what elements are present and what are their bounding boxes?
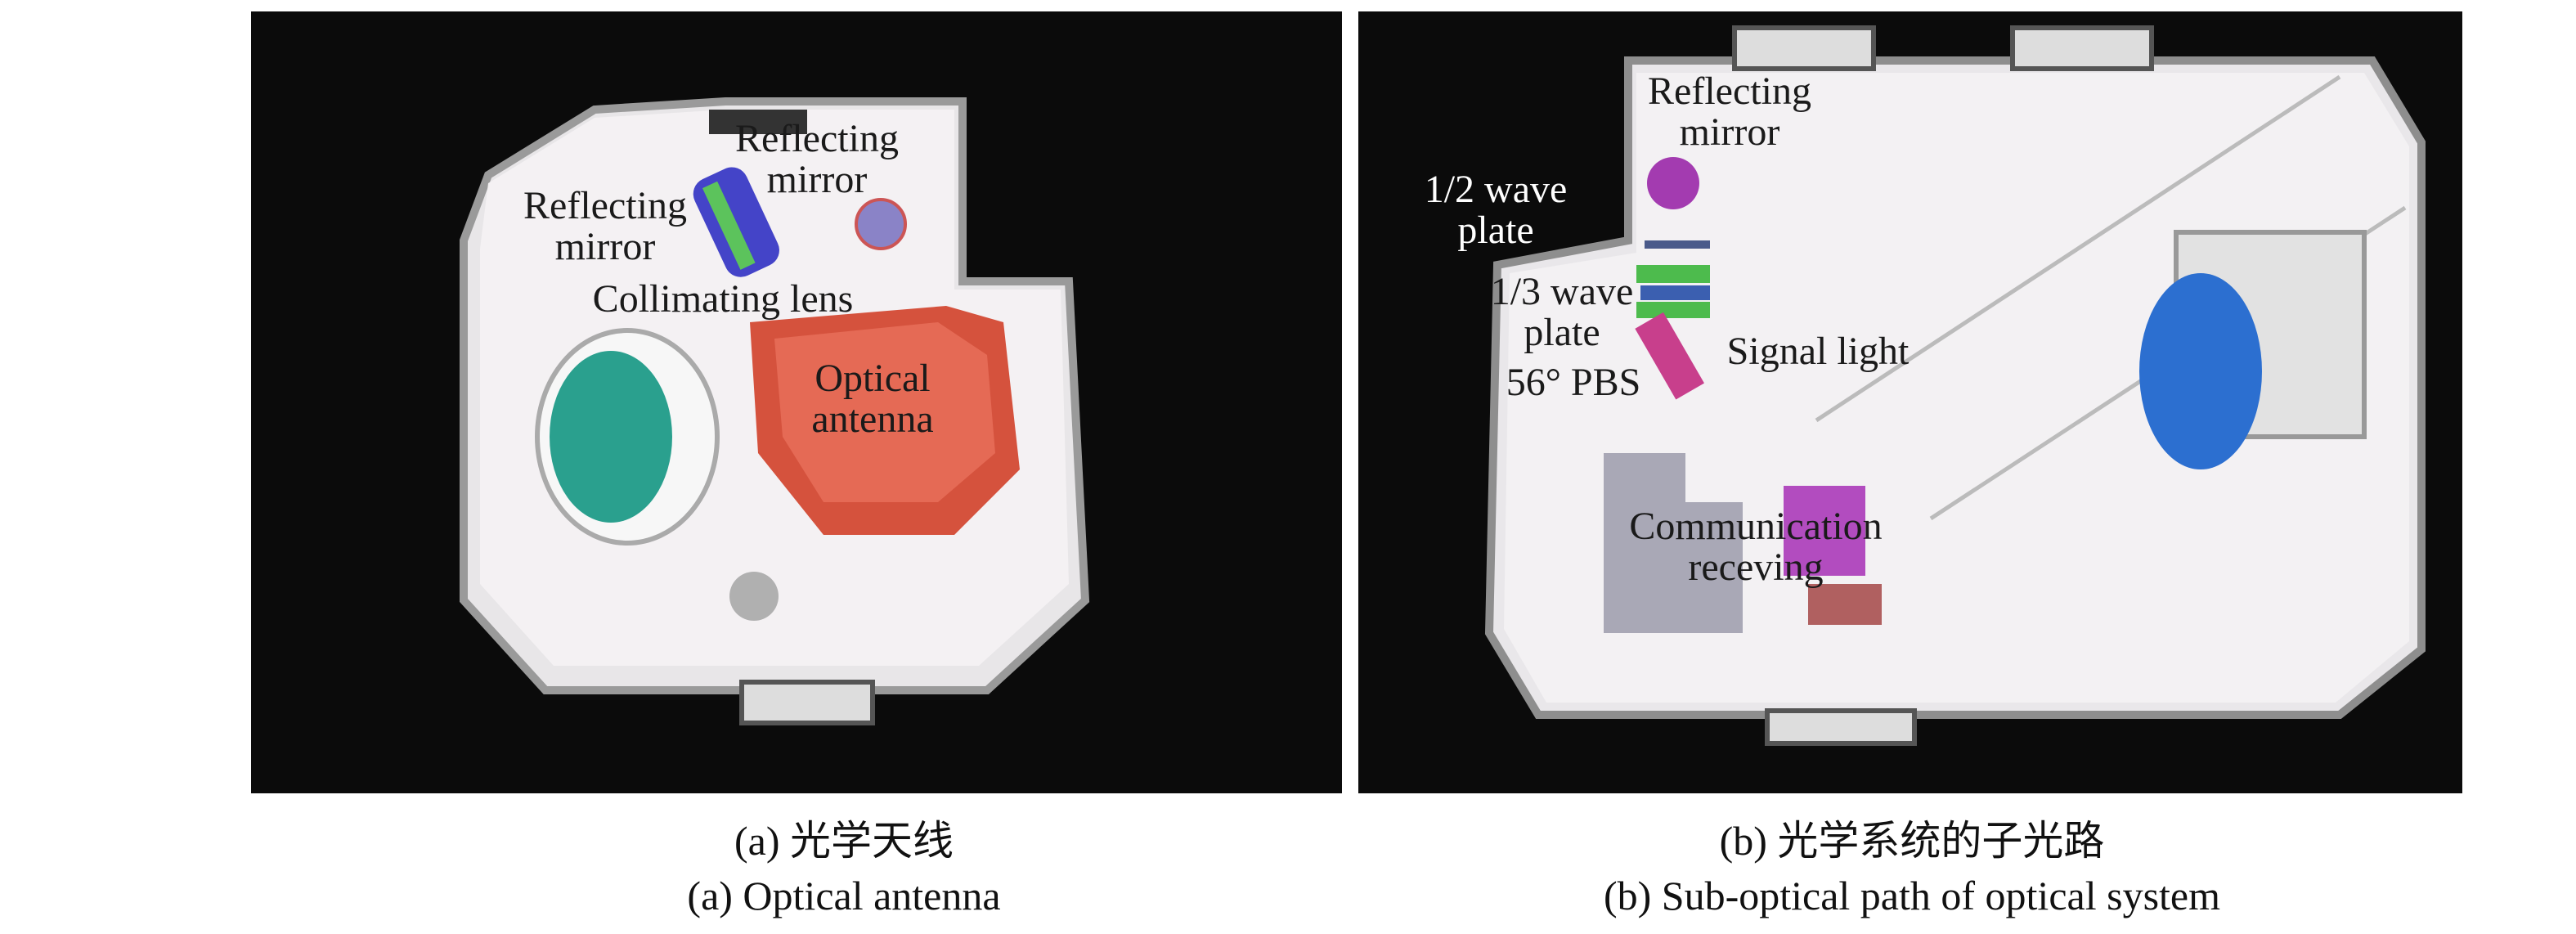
label-signal-light: Signal light — [1726, 330, 1910, 373]
label-line: plate — [1457, 209, 1534, 252]
label-line: 1/2 wave — [1424, 168, 1568, 211]
label-line: mirror — [1679, 110, 1780, 154]
label-line: Reflecting — [1648, 70, 1811, 113]
sub-optical-path-render — [1484, 25, 2426, 746]
caption-b-english: (b) Sub-optical path of optical system — [1603, 873, 2221, 918]
label-line: mirror — [766, 158, 868, 201]
caption-a-chinese: (a) 光学天线 — [734, 818, 954, 864]
label-collimating-lens: Collimating lens — [592, 277, 854, 321]
label-line: plate — [1524, 311, 1600, 354]
label-line: 1/3 wave — [1490, 270, 1634, 313]
caption-b-chinese: (b) 光学系统的子光路 — [1719, 818, 2105, 864]
label-line: receving — [1688, 546, 1824, 589]
label-line: antenna — [811, 397, 934, 441]
optical-antenna-render — [460, 97, 1090, 725]
caption-a-english: (a) Optical antenna — [687, 873, 1001, 918]
label-line: Communication — [1629, 505, 1883, 548]
label-line: Reflecting — [735, 117, 899, 160]
label-pbs: 56° PBS — [1506, 361, 1641, 404]
label-line: Optical — [815, 357, 931, 400]
label-line: mirror — [554, 225, 656, 268]
label-line: Reflecting — [523, 184, 687, 227]
